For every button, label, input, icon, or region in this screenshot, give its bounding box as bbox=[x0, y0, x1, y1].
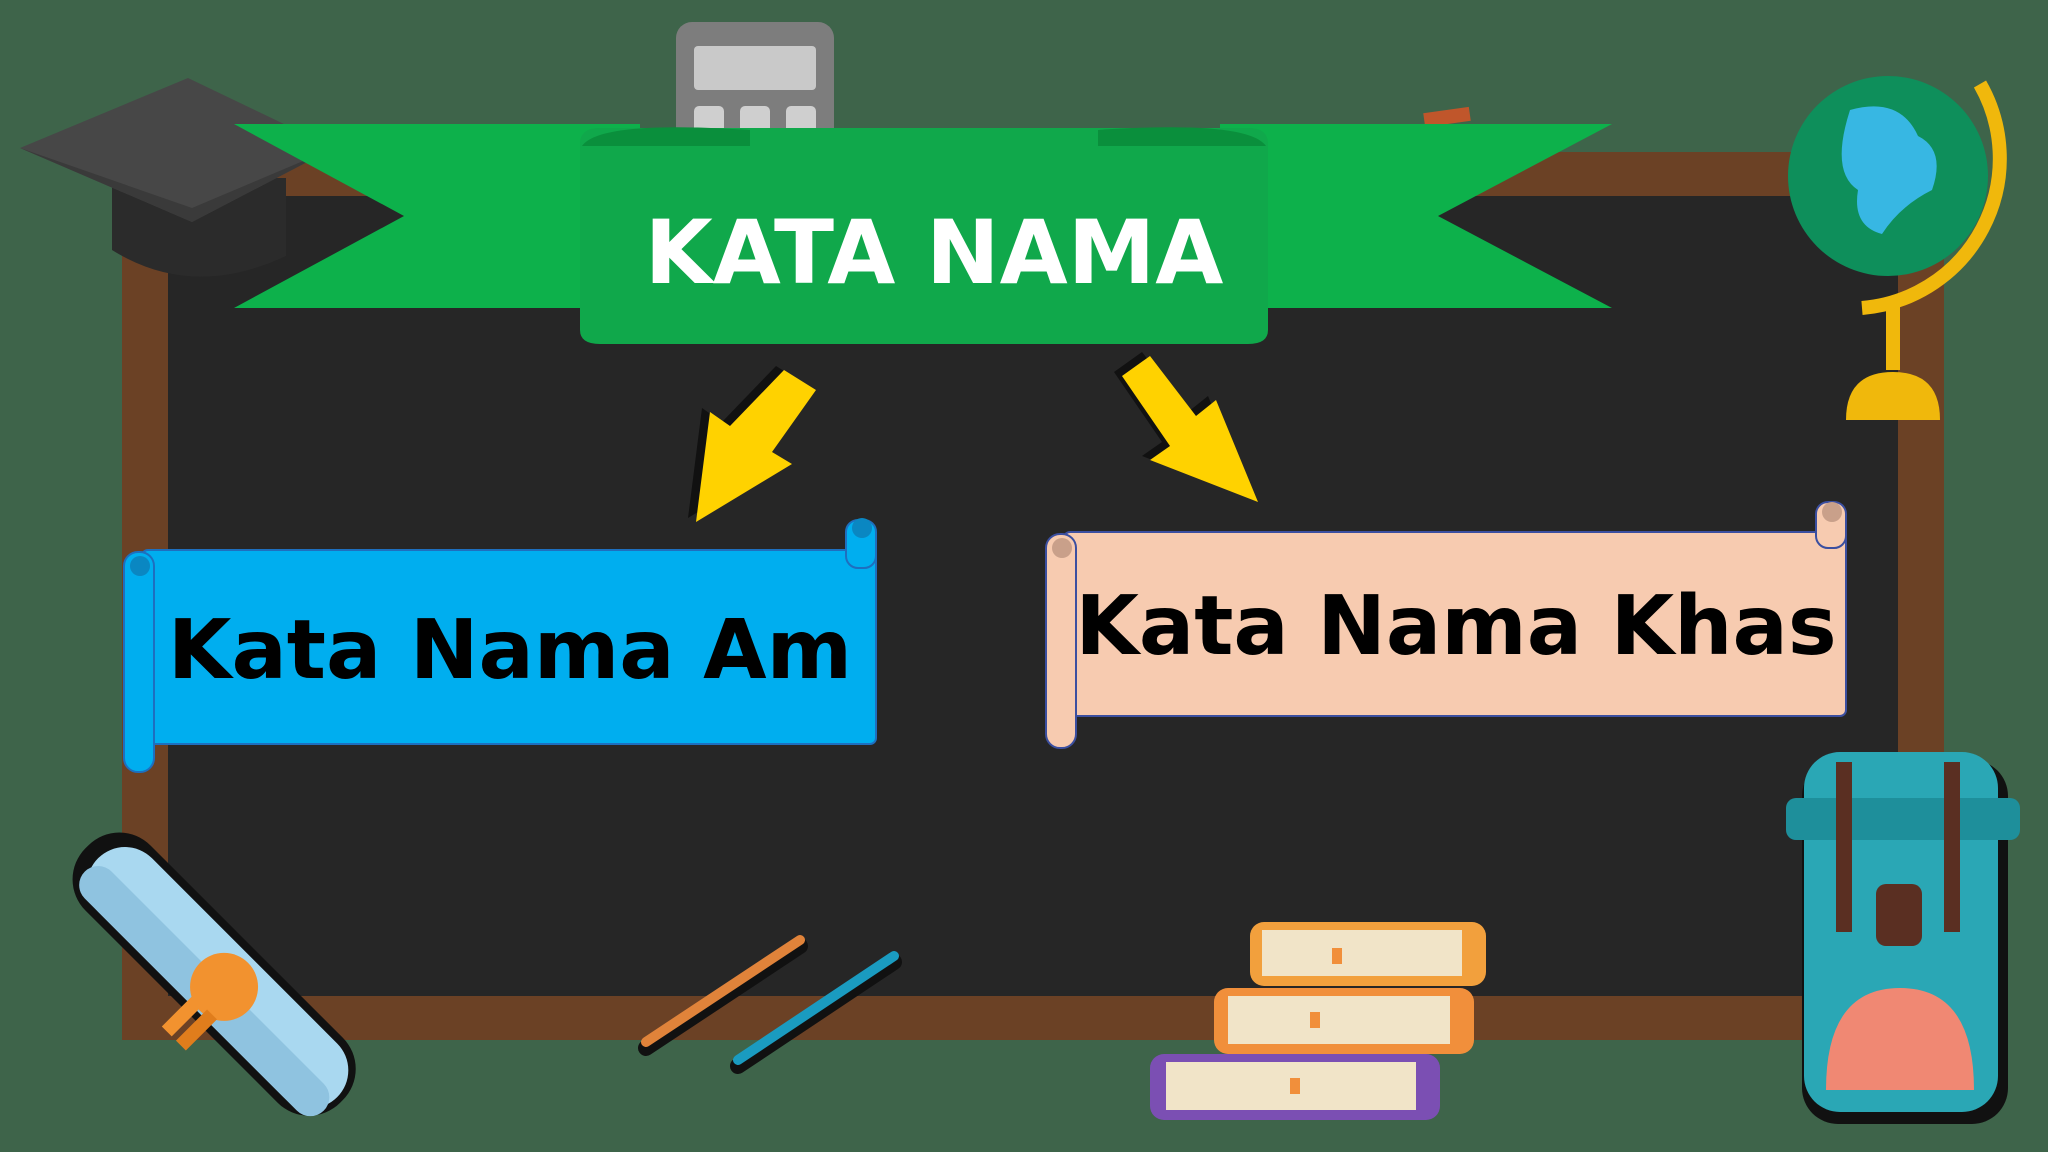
graduation-cap-icon bbox=[20, 78, 334, 277]
pencil-tip-decoration bbox=[1423, 106, 1471, 128]
right-banner: Kata Nama Khas bbox=[1045, 501, 1847, 749]
diploma-scroll-icon bbox=[72, 832, 356, 1117]
left-banner: Kata Nama Am bbox=[123, 518, 877, 773]
pencil-icon bbox=[638, 935, 808, 1056]
left-arrow bbox=[688, 366, 816, 522]
right-arrow bbox=[1114, 352, 1258, 502]
branch-label-khas: Kata Nama Khas bbox=[1075, 579, 1836, 674]
diagram-title: KATA NAMA bbox=[645, 201, 1224, 304]
branch-label-am: Kata Nama Am bbox=[168, 603, 852, 698]
backpack-icon bbox=[1786, 752, 2020, 1124]
globe-icon bbox=[1788, 76, 2007, 420]
books-stack-icon bbox=[1150, 922, 1486, 1120]
pen-icon bbox=[730, 951, 902, 1074]
title-ribbon: KATA NAMA bbox=[234, 124, 1612, 344]
